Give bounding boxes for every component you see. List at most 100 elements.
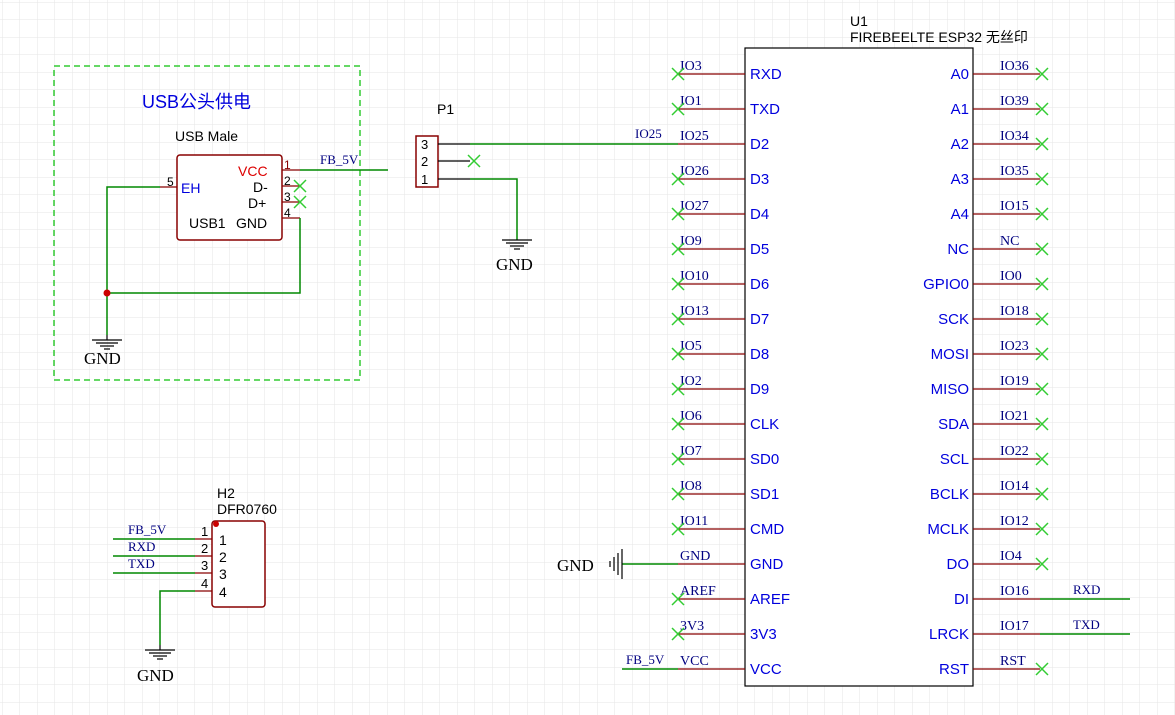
u1-left-net-label: IO5 <box>680 339 702 354</box>
p1-pin-2: 2 <box>421 154 428 169</box>
h2-gnd-label: GND <box>137 666 174 685</box>
usb-part-name: USB Male <box>175 128 238 144</box>
u1-left-net-label: IO26 <box>680 164 709 179</box>
h2-pin-name-3: 3 <box>219 566 227 582</box>
u1-right-pin-name: DI <box>954 591 969 608</box>
u1-right-pin-name: MCLK <box>927 521 969 538</box>
usb-noconnect-marks <box>293 179 307 209</box>
u1-right-net-label: IO17 <box>1000 619 1029 634</box>
noconnect-mark <box>671 102 685 116</box>
noconnect-mark <box>1035 662 1049 676</box>
noconnect-mark <box>671 382 685 396</box>
usb-pin-name-dminus: D- <box>253 179 268 195</box>
u1-right-pin-name: MOSI <box>931 346 969 363</box>
h2-net-label-1: FB_5V <box>128 522 167 537</box>
noconnect-mark <box>671 347 685 361</box>
u1-right-net-label: IO35 <box>1000 164 1029 179</box>
u1-right-pin-name: DO <box>947 556 970 573</box>
h2-pin-name-4: 4 <box>219 584 227 600</box>
u1-right-pin-name: LRCK <box>929 626 969 643</box>
p1-designator: P1 <box>437 101 454 117</box>
u1-left-net-label: IO1 <box>680 94 702 109</box>
usb-net-label-fb5v: FB_5V <box>320 152 359 167</box>
usb-connector-symbol[interactable]: VCC D- D+ GND EH USB1 1 2 3 4 5 <box>160 154 300 241</box>
usb-gnd-label: GND <box>84 349 121 368</box>
u1-left-pin-name: RXD <box>750 66 782 83</box>
u1-left-net-label: IO9 <box>680 234 702 249</box>
noconnect-mark <box>1035 522 1049 536</box>
u1-lrck-net-label: TXD <box>1073 617 1100 632</box>
u1-left-pin-name: GND <box>750 556 784 573</box>
u1-right-pin-name: BCLK <box>930 486 969 503</box>
u1-right-pin-mosi[interactable]: IO23 MOSI <box>931 339 1049 363</box>
h2-wires <box>113 538 195 645</box>
u1-left-net-label: IO27 <box>680 199 709 214</box>
h2-pin-name-1: 1 <box>219 532 227 548</box>
u1-left-pin-name: TXD <box>750 101 780 118</box>
u1-left-pin-name: 3V3 <box>750 626 777 643</box>
usb-designator: USB1 <box>189 215 226 231</box>
u1-right-pin-name: GPIO0 <box>923 276 969 293</box>
u1-vcc-net-label: FB_5V <box>626 652 665 667</box>
u1-body[interactable] <box>744 47 974 687</box>
u1-right-net-label: IO39 <box>1000 94 1029 109</box>
p1-header-symbol[interactable]: 3 2 1 <box>415 135 470 188</box>
noconnect-mark <box>1035 137 1049 151</box>
u1-left-net-label: IO11 <box>680 514 708 529</box>
h2-net-label-3: TXD <box>128 556 155 571</box>
u1-left-pin-txd[interactable]: IO1 TXD <box>671 94 780 118</box>
u1-right-pin-mclk[interactable]: IO12 MCLK <box>927 514 1049 538</box>
p1-gnd-label: GND <box>496 255 533 274</box>
u1-right-pin-lrck[interactable]: IO17 LRCK <box>929 619 1040 643</box>
u1-left-net-label: AREF <box>680 584 716 599</box>
noconnect-mark <box>671 452 685 466</box>
p1-pin-1: 1 <box>421 172 428 187</box>
u1-right-pin-name: NC <box>947 241 969 258</box>
u1-right-net-label: IO12 <box>1000 514 1029 529</box>
usb-gnd-symbol <box>92 335 122 350</box>
usb-wires <box>106 169 388 335</box>
usb-pin-name-vcc: VCC <box>238 163 268 179</box>
noconnect-mark <box>671 242 685 256</box>
u1-left-net-label: IO8 <box>680 479 702 494</box>
noconnect-mark <box>671 522 685 536</box>
h2-connector-symbol[interactable]: 1 2 3 4 1 2 3 4 <box>195 520 266 608</box>
u1-right-net-label: IO23 <box>1000 339 1029 354</box>
u1-right-net-label: IO22 <box>1000 444 1029 459</box>
u1-right-net-label: IO15 <box>1000 199 1029 214</box>
u1-left-net-label: IO2 <box>680 374 702 389</box>
u1-left-net-label: VCC <box>680 654 709 669</box>
